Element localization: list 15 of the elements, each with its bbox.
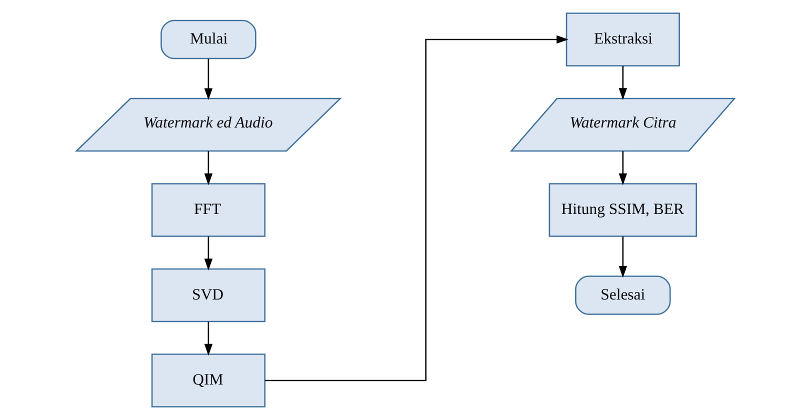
arrow <box>204 236 212 270</box>
arrow <box>204 58 212 100</box>
arrow <box>204 322 212 356</box>
node-box: Mulai <box>160 20 256 60</box>
arrow <box>618 66 627 100</box>
node-box: Selesai <box>574 276 670 315</box>
arrow <box>618 236 627 278</box>
arrow <box>618 151 627 186</box>
node-box: SVD <box>150 268 265 322</box>
node-box: QIM <box>150 354 265 408</box>
node-box: FFT <box>150 183 265 237</box>
node-box: Hitung SSIM, BER <box>548 183 697 237</box>
arrow <box>264 35 568 382</box>
node-box: Ekstraksi <box>565 12 680 66</box>
arrow <box>204 151 212 186</box>
